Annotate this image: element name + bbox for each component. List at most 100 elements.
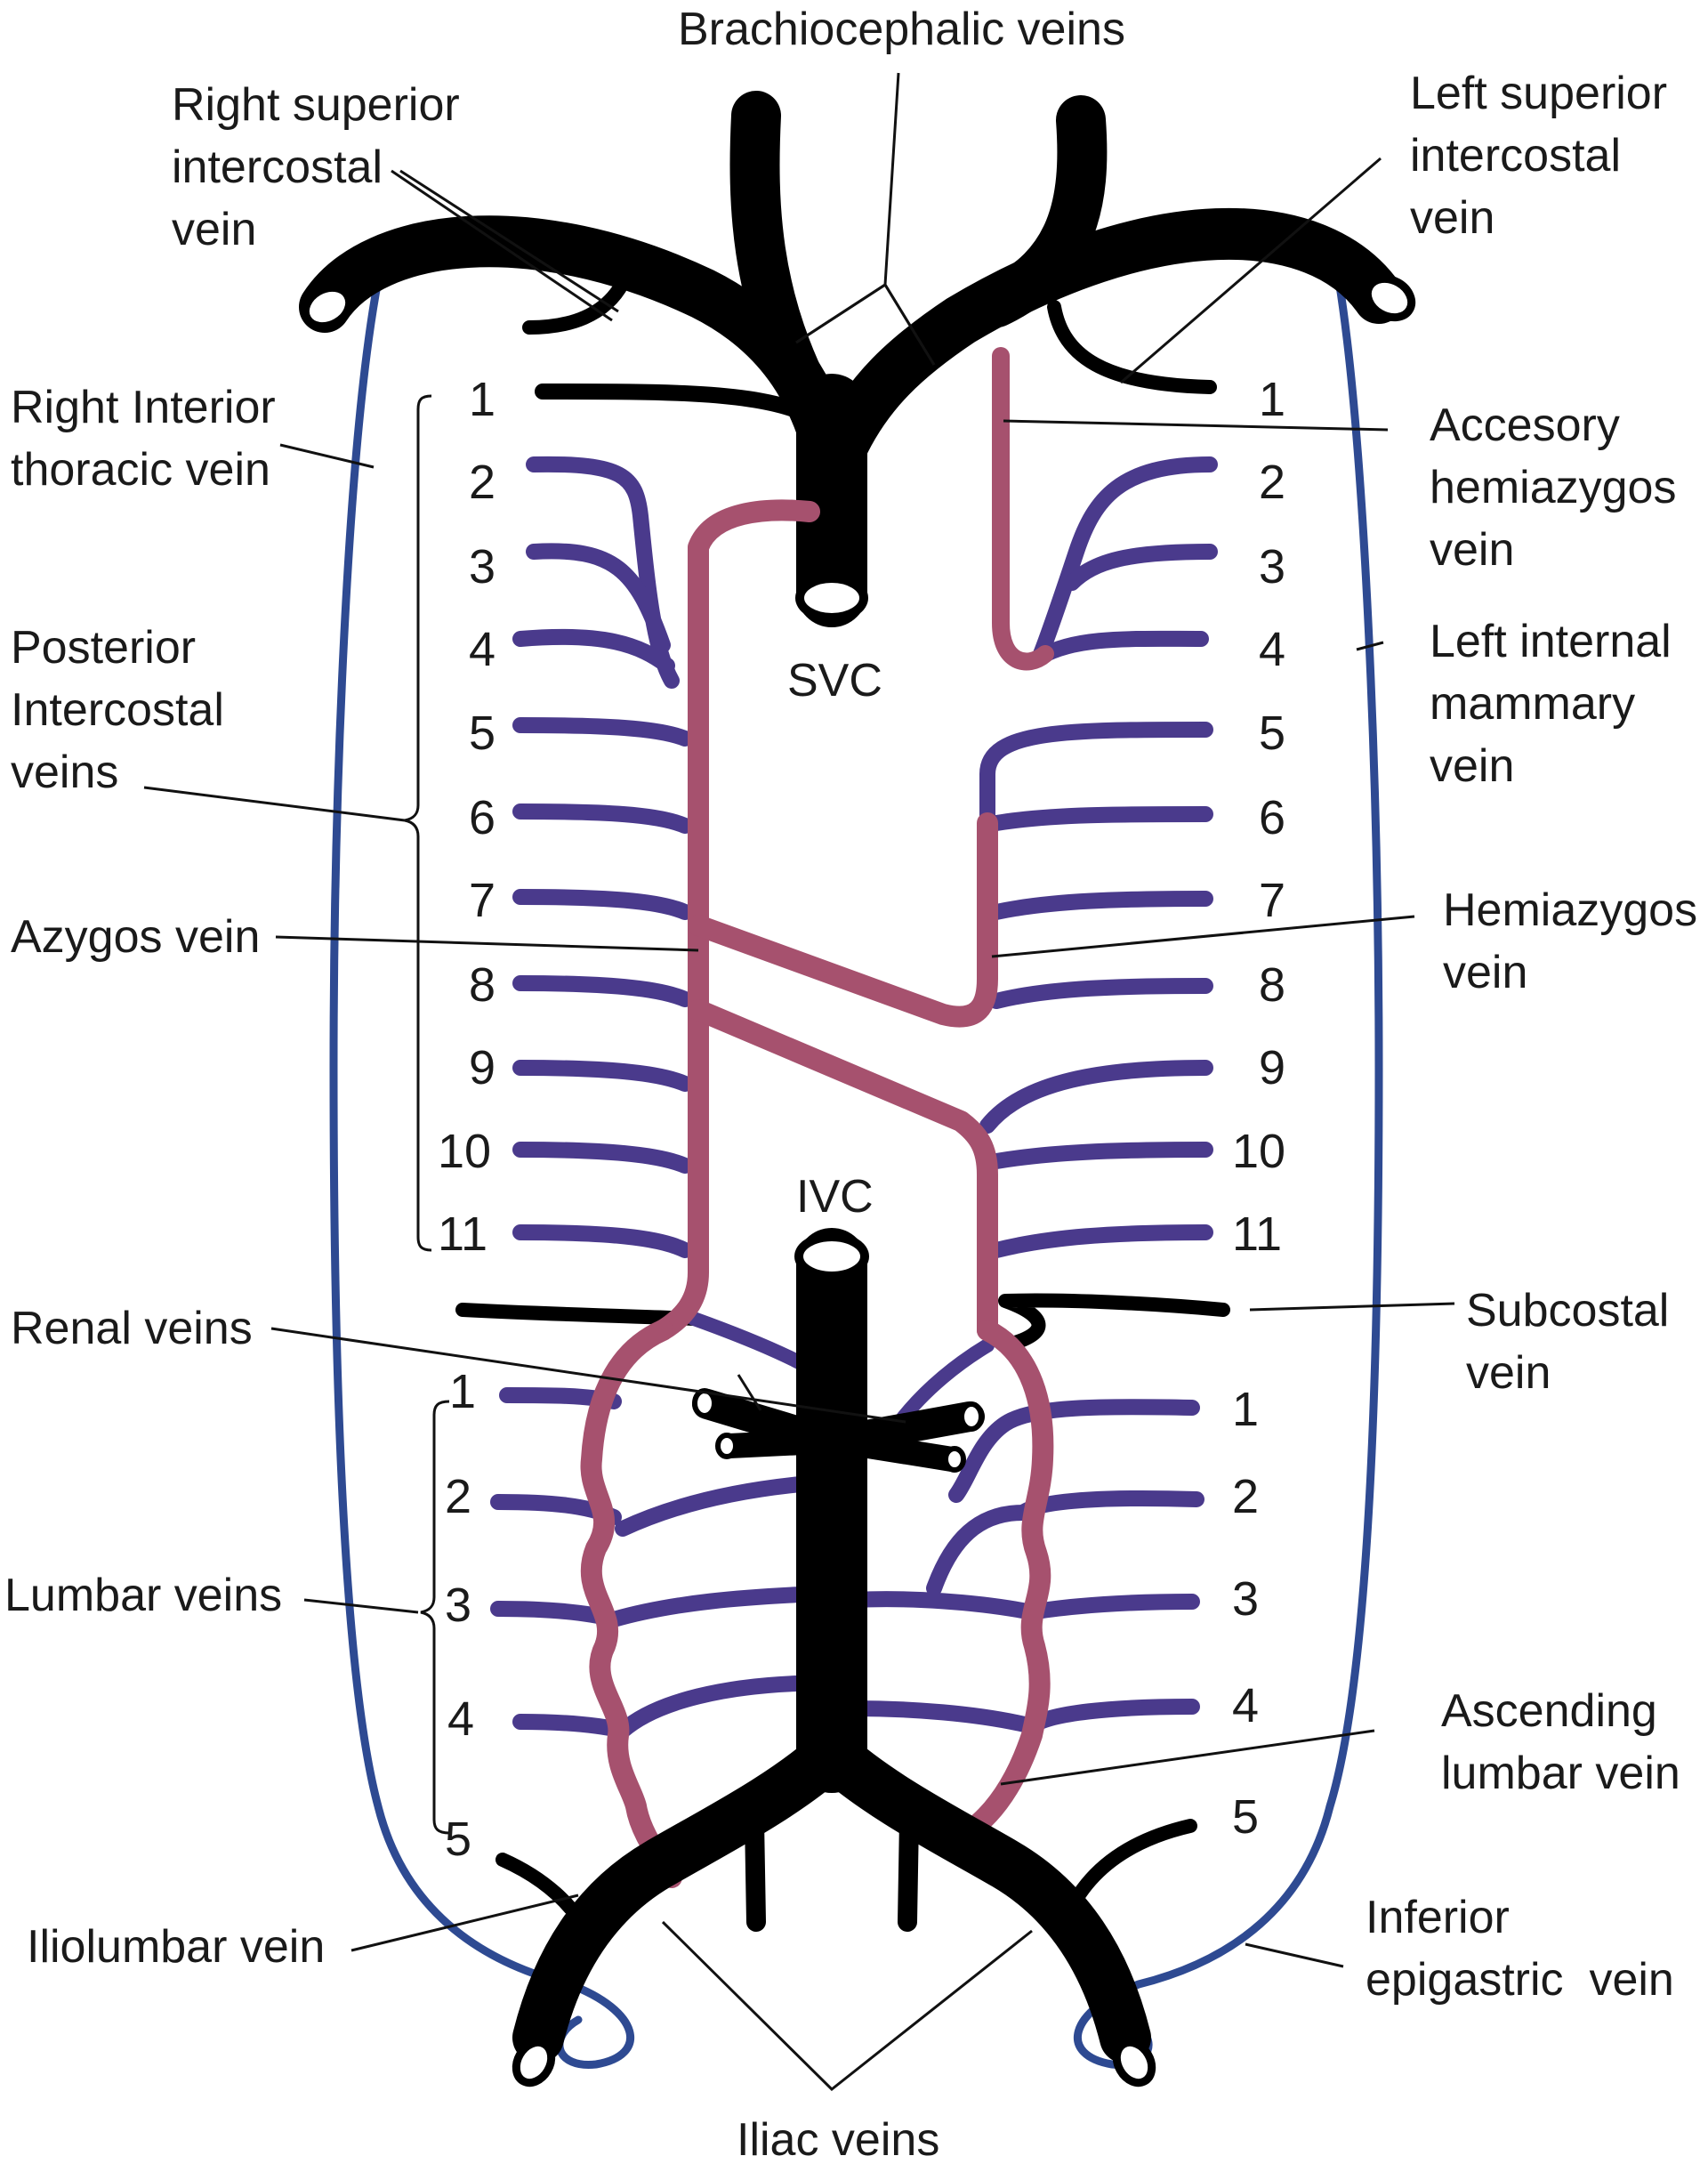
intercostal-vein-4-left	[1033, 630, 1209, 665]
label-accessory-hemiazygos-vein: Accesory hemiazygos vein	[1430, 400, 1689, 576]
label-inferior-epigastric-vein: Inferior epigastric vein	[1366, 1892, 1674, 2006]
intercostal-number-1-right: 1	[469, 373, 495, 426]
intercostal-vein-5-right	[512, 717, 693, 747]
intercostal-vein-10-left	[988, 1142, 1213, 1169]
intercostal-vein-8-left	[988, 978, 1213, 1009]
intercostal-number-5-left: 5	[1259, 707, 1285, 760]
leader-subcostal	[1249, 1302, 1455, 1312]
svc-opening	[795, 574, 868, 622]
left-intercostal-numbers: 1 2 3 4 5 6 7 8 9 10 11	[1232, 373, 1285, 1261]
intercostal-vein-11-left	[988, 1224, 1213, 1258]
right-iliolumbar-vein	[495, 1853, 599, 1947]
left-internal-mammary-vein	[1074, 276, 1383, 2069]
lumbar-vein-3-right	[490, 1587, 809, 1627]
intercostal-number-4-right: 4	[469, 623, 495, 676]
left-renal-vein-lower	[828, 1429, 964, 1472]
lumbar-number-5-left: 5	[1232, 1790, 1259, 1844]
leader-right-int-thoracic	[279, 443, 375, 469]
right-lumbar-numbers: 1 2 3 4 5	[445, 1365, 476, 1866]
intercostal-number-4-left: 4	[1259, 623, 1285, 676]
intercostal-number-3-right: 3	[469, 540, 495, 593]
intercostal-number-6-right: 6	[469, 791, 495, 844]
left-common-iliac-vein	[806, 1727, 1151, 2063]
leader-right-sup-intercostal	[391, 169, 619, 322]
left-renal-opening	[959, 1401, 984, 1432]
intercostal-number-2-left: 2	[1259, 456, 1285, 509]
intercostal-vein-10-right	[512, 1142, 693, 1174]
left-renal-opening-2	[943, 1446, 966, 1473]
intercostal-vein-5-left	[979, 722, 1213, 827]
lumbar-number-5-right: 5	[445, 1813, 471, 1866]
leader-accessory-hemiazygos	[1003, 419, 1389, 432]
leader-lumbar	[303, 1598, 419, 1614]
lumbar-number-2-left: 2	[1232, 1470, 1259, 1523]
azygos-system	[580, 347, 1054, 1888]
intercostal-vein-9-right	[512, 1060, 693, 1092]
subcostal-vein-right-branch	[687, 1312, 821, 1377]
subcostal-vein-right	[455, 1303, 701, 1326]
intercostal-vein-9-left	[979, 1060, 1213, 1134]
leader-inferior-epigastric	[1245, 1942, 1344, 1968]
leader-left-internal-mammary	[1356, 641, 1384, 651]
right-renal-opening	[692, 1388, 717, 1418]
right-external-iliac-opening	[512, 2038, 556, 2087]
left-renal-to-hemiazygos	[891, 1338, 995, 1431]
intercostal-bracket	[404, 394, 432, 1252]
intercostal-number-3-left: 3	[1259, 540, 1285, 593]
label-hemiazygos-vein: Hemiazygos vein	[1443, 884, 1708, 998]
lumbar-vein-1-left	[948, 1399, 1200, 1503]
label-right-interior-thoracic-vein: Right Interior thoracic vein	[11, 382, 288, 496]
left-external-iliac-opening	[1112, 2038, 1156, 2087]
left-internal-iliac-branch	[898, 1810, 919, 1932]
leader-renal	[270, 1327, 906, 1424]
ivc-opening	[794, 1232, 869, 1280]
azygos-vein	[652, 499, 820, 1341]
azygos-crossover-lower	[688, 999, 998, 1341]
label-left-internal-mammary-vein: Left internal mammary vein	[1430, 616, 1684, 792]
right-superior-intercostal-vein	[522, 276, 630, 335]
intercostal-number-2-right: 2	[469, 456, 495, 509]
label-left-superior-intercostal-vein: Left superior intercostal vein	[1410, 68, 1680, 244]
intercostal-vein-6-right	[512, 803, 693, 834]
label-iliac-veins: Iliac veins	[737, 2114, 939, 2164]
left-iliolumbar-vein	[1056, 1819, 1197, 1934]
intercostal-number-9-left: 9	[1259, 1041, 1285, 1094]
intercostal-number-11-left: 11	[1232, 1207, 1282, 1261]
lumbar-number-3-right: 3	[445, 1579, 471, 1632]
label-brachiocephalic-veins: Brachiocephalic veins	[678, 4, 1125, 55]
right-renal-vein-lower	[717, 1429, 835, 1458]
left-posterior-intercostal-veins	[979, 456, 1218, 1258]
leader-lines	[143, 72, 1455, 2092]
leader-posterior-intercostal	[143, 786, 406, 822]
leader-left-sup-intercostal	[1120, 157, 1382, 384]
right-internal-iliac-branch	[745, 1810, 766, 1932]
lumbar-vein-2-left	[926, 1490, 1204, 1596]
right-ascending-lumbar-vein	[580, 1320, 682, 1888]
lumbar-number-2-right: 2	[445, 1470, 471, 1523]
label-iliolumbar-vein: Iliolumbar vein	[27, 1921, 325, 1973]
right-renal-opening-2	[715, 1433, 738, 1459]
lumbar-number-4-left: 4	[1232, 1679, 1259, 1732]
leader-brachiocephalic	[795, 72, 936, 366]
label-lumbar-veins: Lumbar veins	[4, 1570, 282, 1621]
lumbar-number-1-right: 1	[449, 1365, 476, 1418]
lumbar-veins	[490, 1387, 1204, 1739]
lumbar-vein-4-right	[512, 1675, 804, 1739]
accessory-hemiazygos-vein	[992, 347, 1054, 671]
leader-brachiocephalic-box	[795, 282, 936, 366]
leader-iliolumbar	[350, 1894, 579, 1952]
intercostal-vein-4-right	[512, 628, 675, 674]
label-svc: SVC	[787, 655, 882, 707]
left-superior-intercostal-vein	[1047, 300, 1217, 394]
azygos-crossover-upper	[688, 812, 998, 1028]
label-azygos-vein: Azygos vein	[11, 911, 260, 963]
intercostal-vein-8-right	[512, 975, 693, 1007]
label-subcostal-vein: Subcostal vein	[1466, 1285, 1682, 1399]
right-internal-thoracic-vein	[329, 276, 634, 2069]
label-renal-veins: Renal veins	[11, 1303, 253, 1354]
intercostal-number-6-left: 6	[1259, 791, 1285, 844]
labels: Brachiocephalic veins Right superior int…	[4, 4, 1708, 2164]
intercostal-number-5-right: 5	[469, 707, 495, 760]
